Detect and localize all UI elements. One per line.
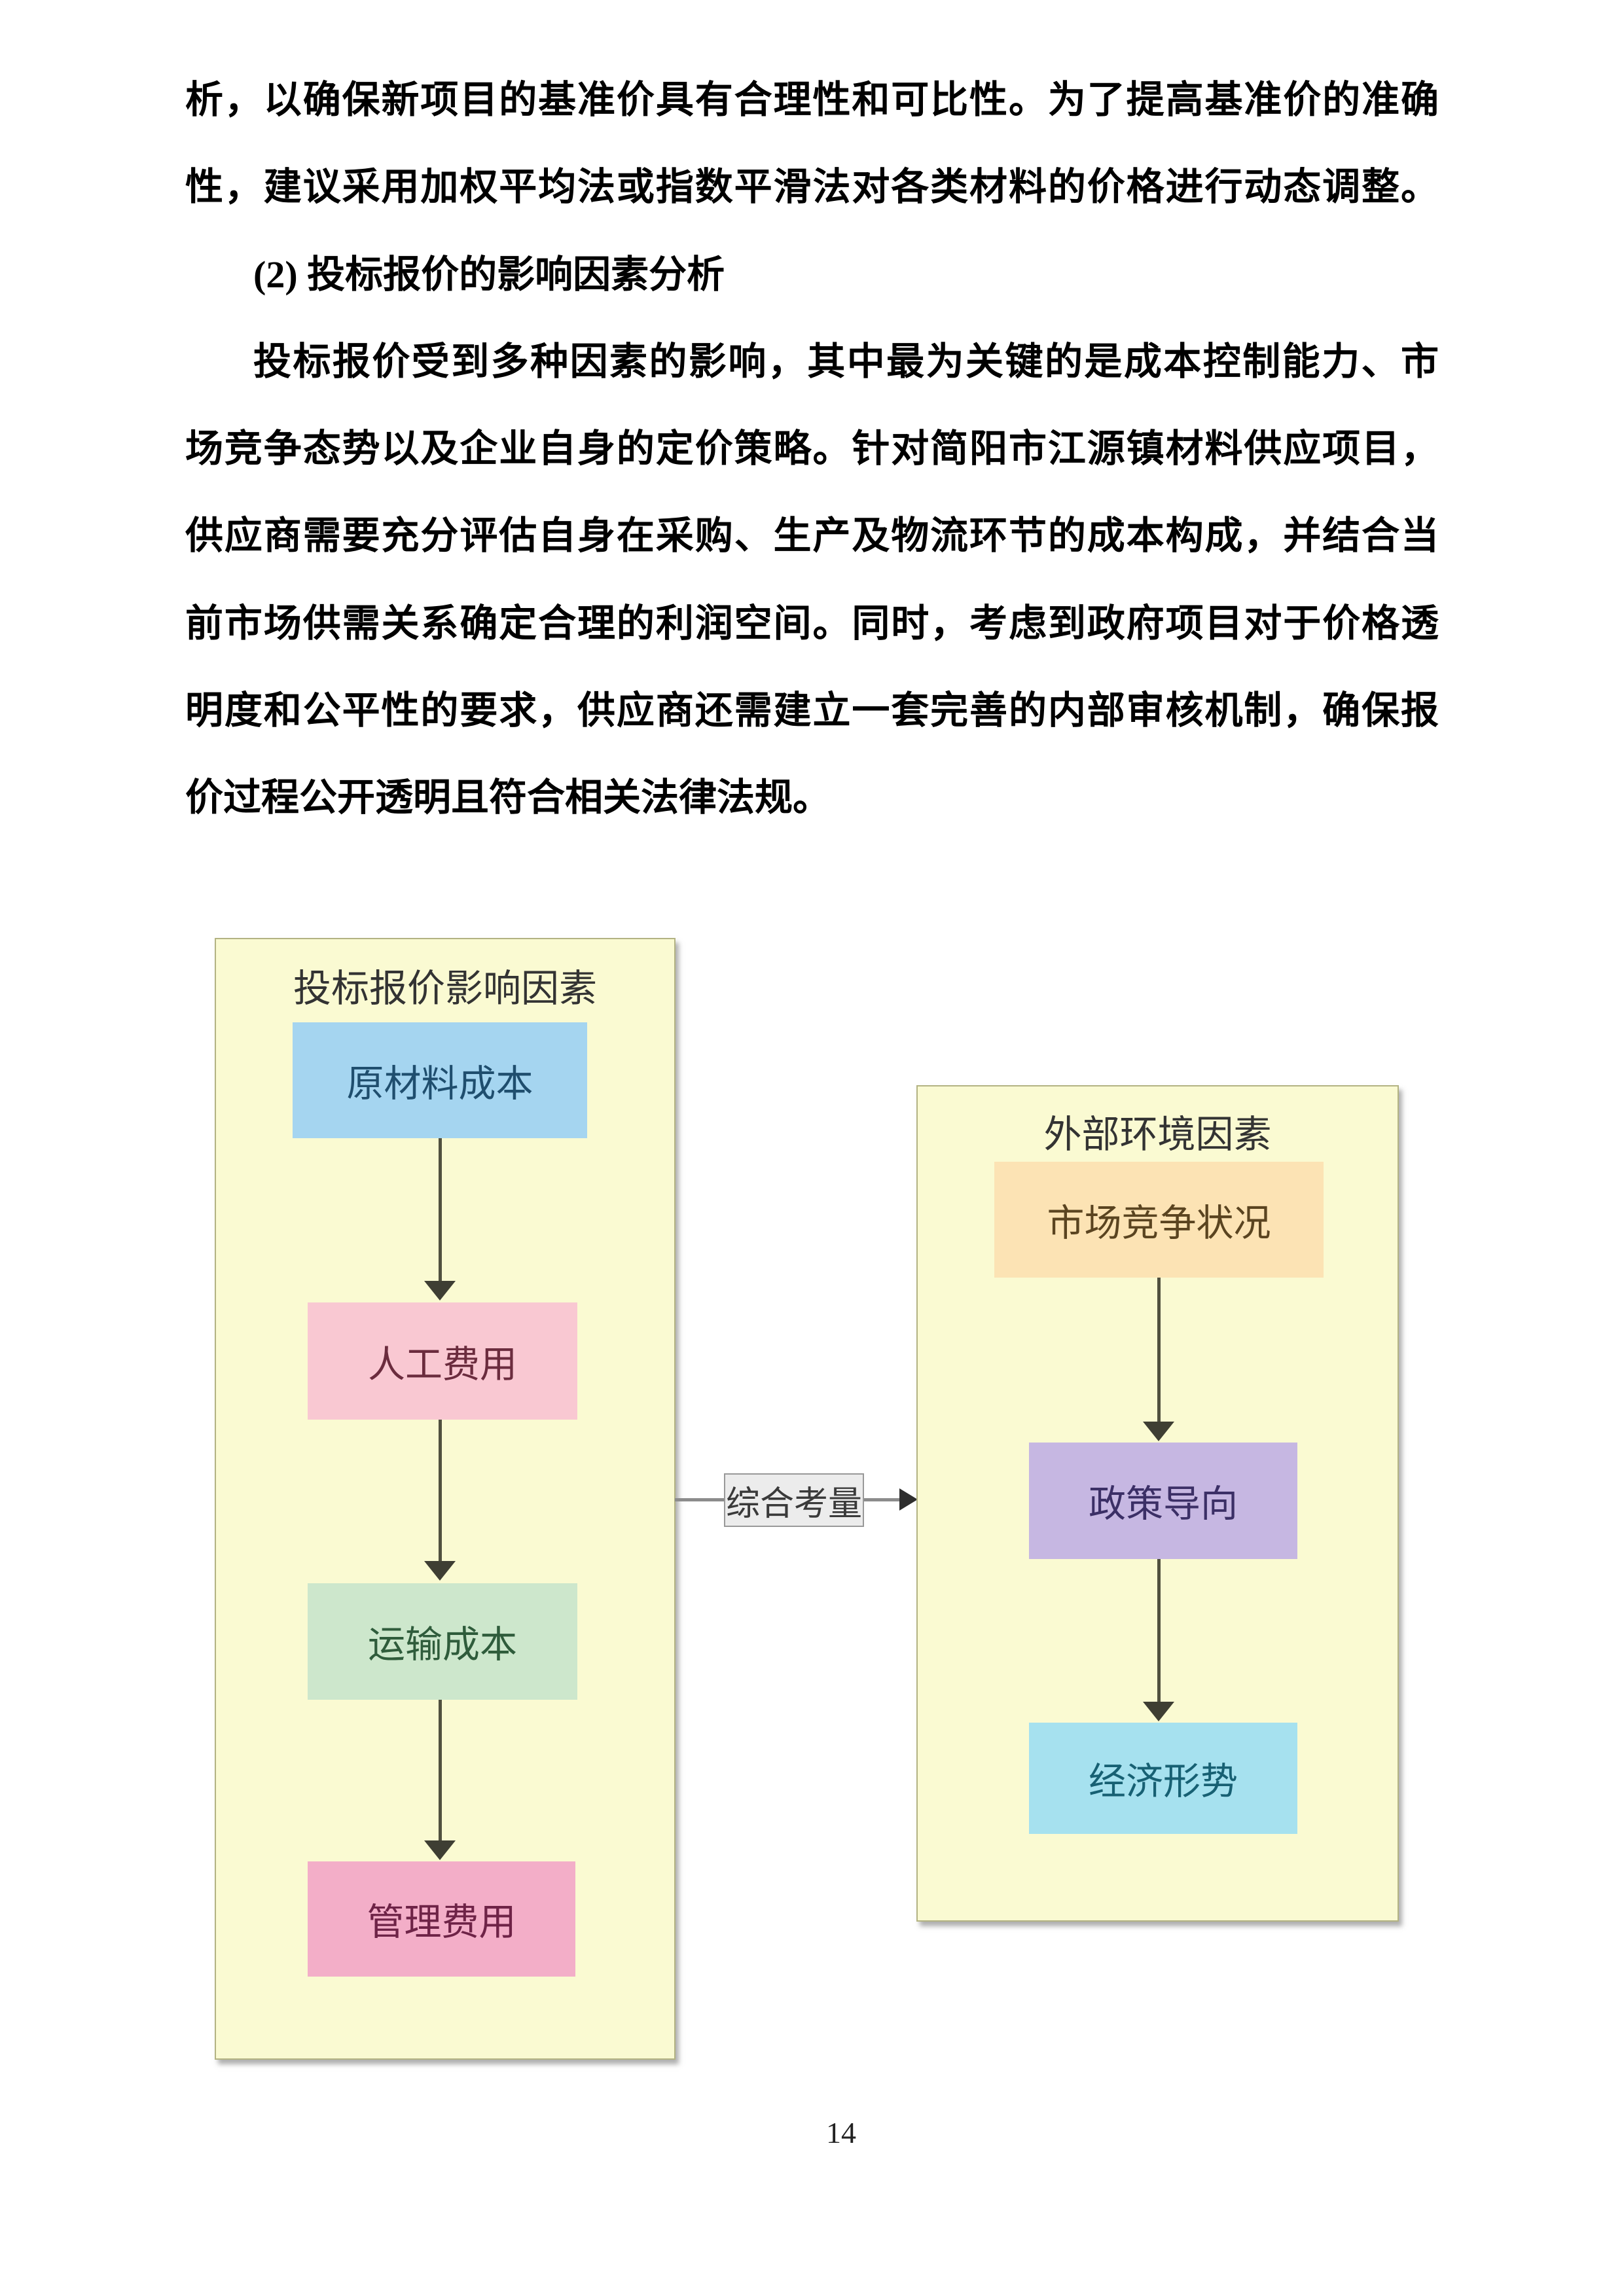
arrow-down-icon (424, 1840, 456, 1860)
node-label: 政策导向 (1089, 1483, 1238, 1525)
node-label: 管理费用 (367, 1901, 516, 1943)
node-economic-situation: 经济形势 (1029, 1723, 1297, 1834)
connector-label-text: 综合考量 (725, 1484, 862, 1523)
page-number: 14 (826, 2116, 856, 2149)
connector-label: 综合考量 (724, 1473, 864, 1527)
section-heading: (2) 投标报价的影响因素分析 (253, 253, 725, 296)
body-line: 价过程公开透明且符合相关法律法规。 (185, 776, 831, 819)
node-policy-orientation: 政策导向 (1029, 1443, 1297, 1559)
node-market-competition: 市场竞争状况 (994, 1162, 1324, 1278)
node-label: 运输成本 (368, 1624, 517, 1666)
body-line: 供应商需要充分评估自身在采购、生产及物流环节的成本构成，并结合当 (185, 514, 1439, 557)
arrow-down-icon (1143, 1702, 1174, 1721)
body-line: 明度和公平性的要求，供应商还需建立一套完善的内部审核机制，确保报 (185, 689, 1439, 732)
diagram-group-bid-price-factors: 投标报价影响因素 原材料成本 人工费用 运输成本 管理费用 (215, 938, 676, 2060)
group-title: 外部环境因素 (1043, 1113, 1272, 1156)
arrow-line (1157, 1278, 1161, 1423)
node-management-cost: 管理费用 (308, 1861, 575, 1977)
group-title: 投标报价影响因素 (293, 967, 597, 1010)
diagram-group-external-factors: 外部环境因素 市场竞争状况 政策导向 经济形势 (916, 1085, 1399, 1922)
body-line: 性，建议采用加权平均法或指数平滑法对各类材料的价格进行动态调整。 (185, 166, 1439, 208)
node-transport-cost: 运输成本 (308, 1583, 577, 1700)
arrow-line (1157, 1559, 1161, 1703)
node-labor-cost: 人工费用 (308, 1302, 577, 1420)
arrow-line (439, 1700, 442, 1842)
node-label: 经济形势 (1089, 1761, 1238, 1803)
arrow-down-icon (424, 1281, 456, 1300)
node-raw-material-cost: 原材料成本 (293, 1022, 587, 1138)
arrow-down-icon (1143, 1422, 1174, 1441)
arrow-right-icon (899, 1488, 918, 1511)
node-label: 市场竞争状况 (1047, 1202, 1271, 1244)
body-line: 投标报价受到多种因素的影响，其中最为关键的是成本控制能力、市 (253, 340, 1439, 383)
node-label: 人工费用 (368, 1343, 517, 1386)
node-label: 原材料成本 (346, 1062, 533, 1105)
arrow-down-icon (424, 1561, 456, 1581)
body-line: 析，以确保新项目的基准价具有合理性和可比性。为了提高基准价的准确 (185, 79, 1439, 121)
arrow-line (439, 1420, 442, 1562)
arrow-line (439, 1138, 442, 1282)
body-line: 场竞争态势以及企业自身的定价策略。针对简阳市江源镇材料供应项目， (185, 427, 1439, 470)
body-line: 前市场供需关系确定合理的利润空间。同时，考虑到政府项目对于价格透 (185, 602, 1439, 645)
